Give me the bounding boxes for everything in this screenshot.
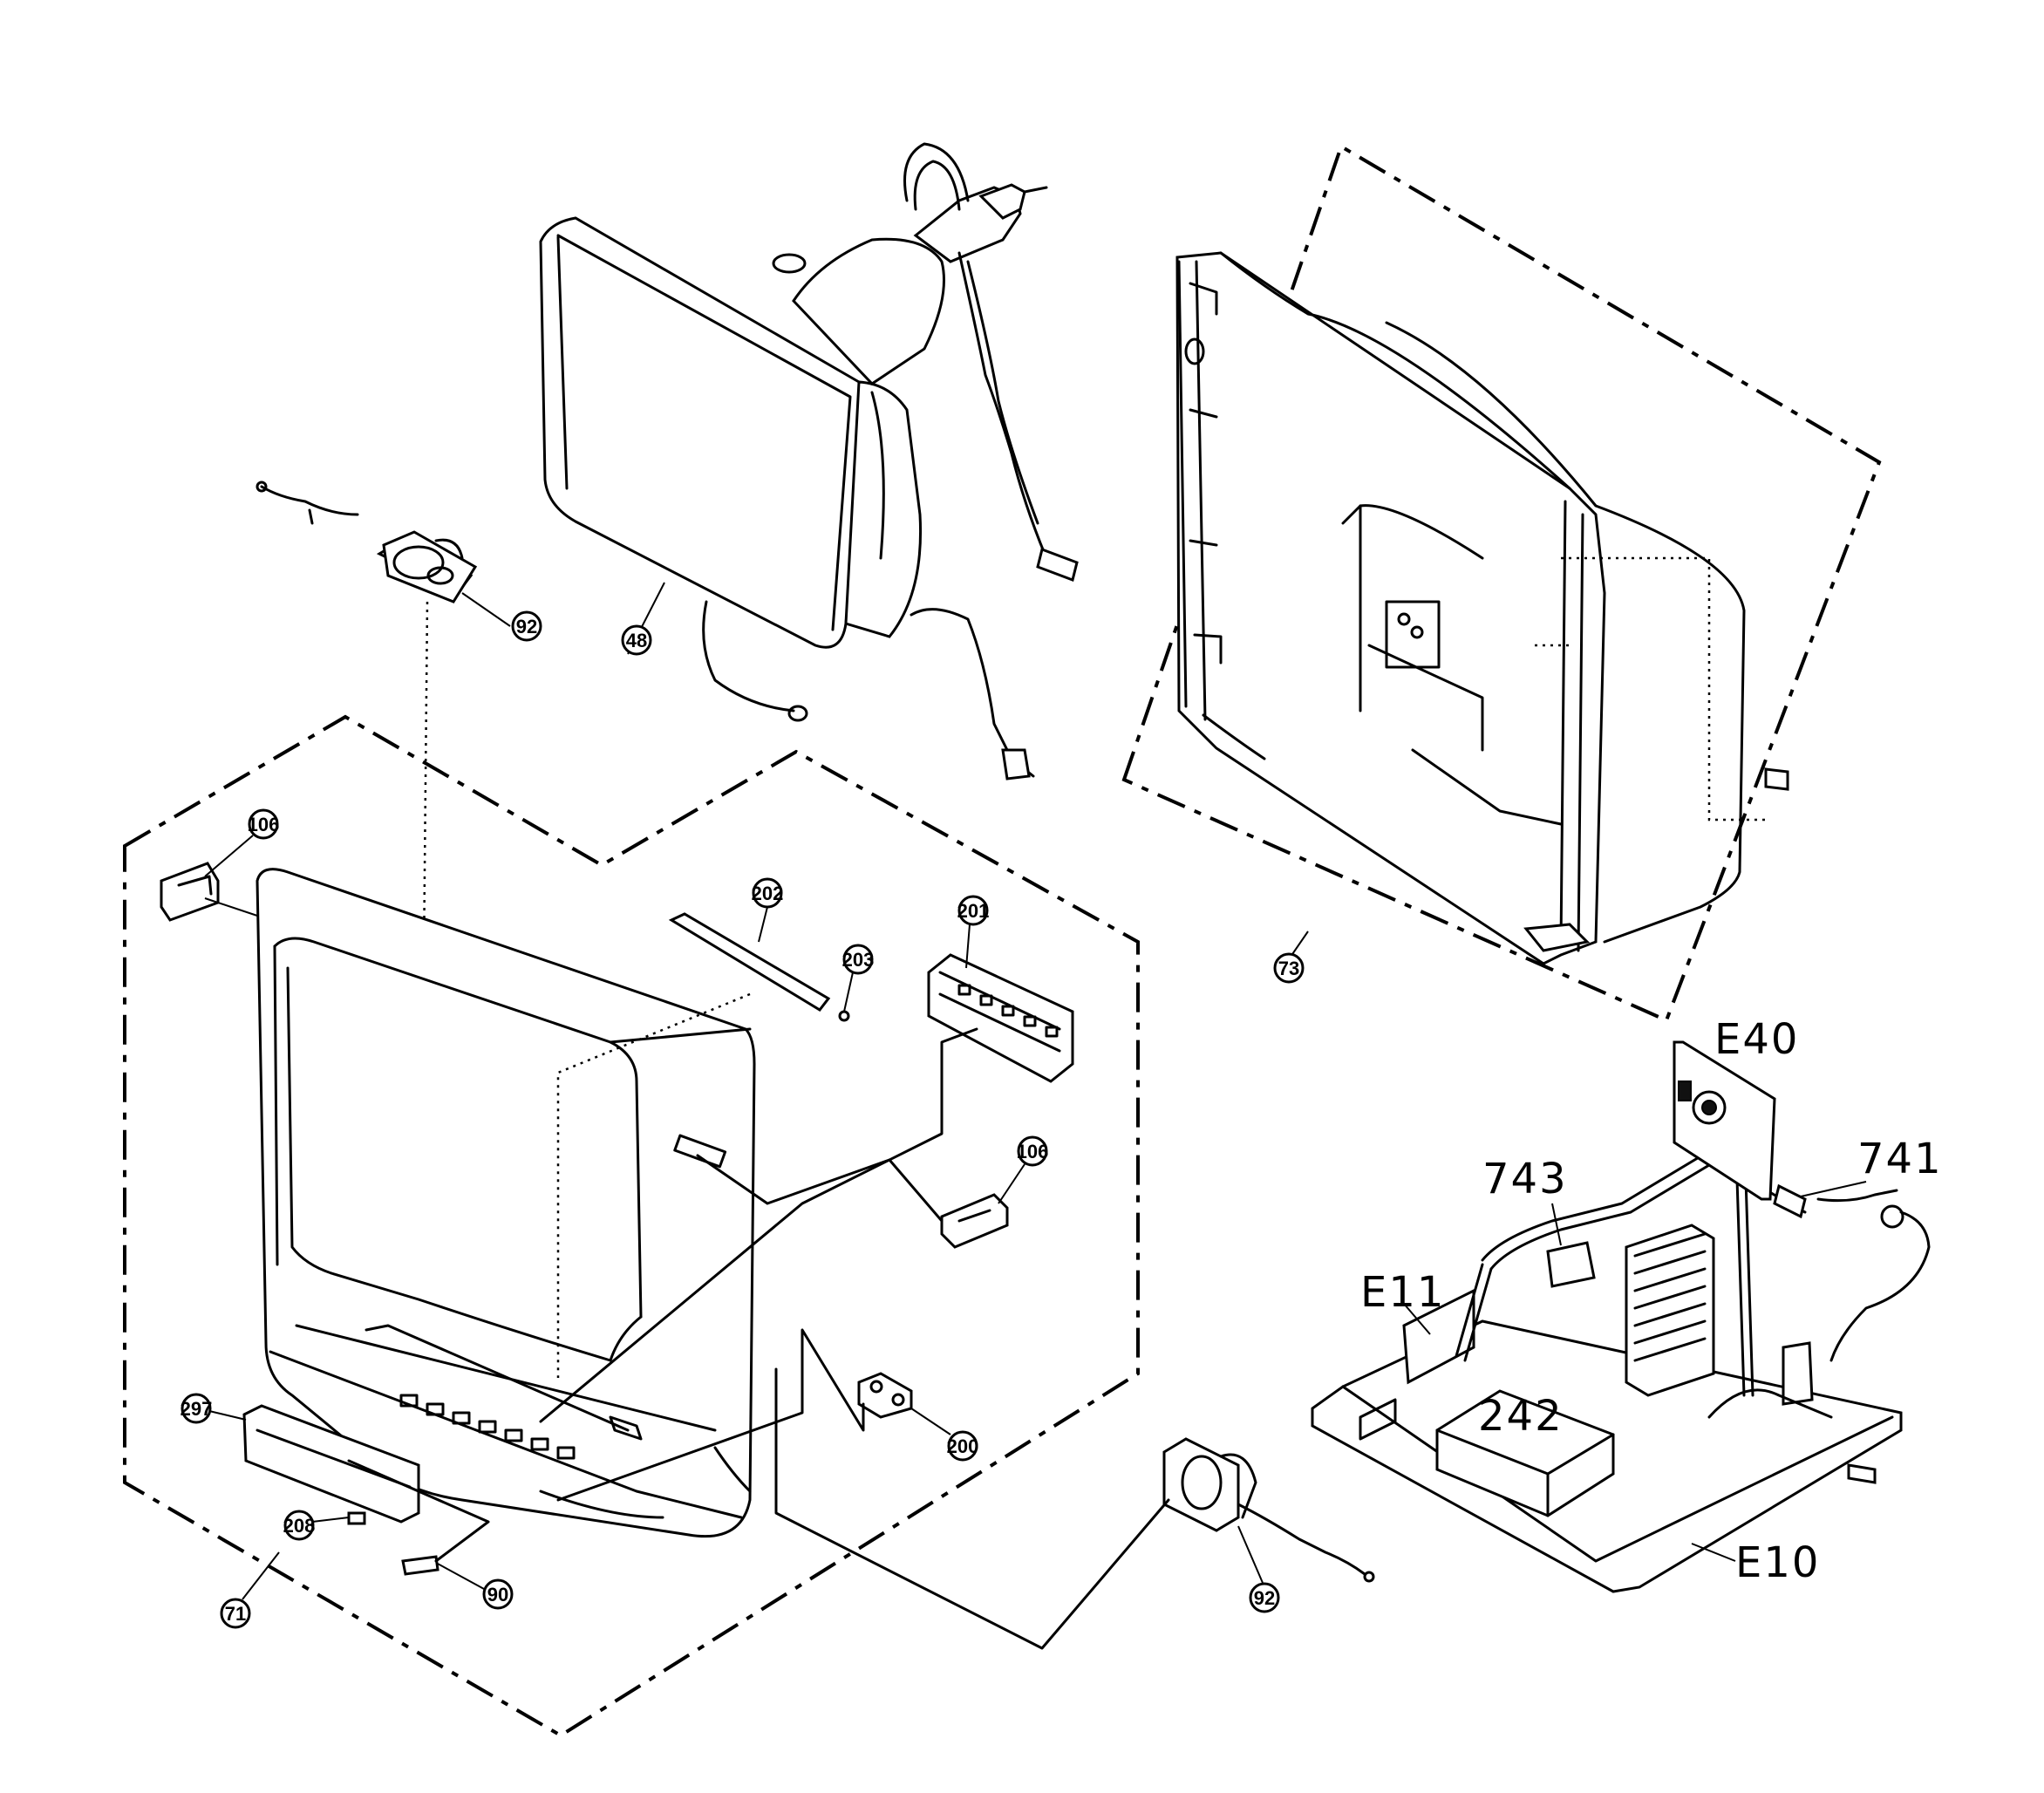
- picture-tube: [539, 142, 1079, 781]
- switch-200: [857, 1372, 913, 1419]
- bottom-speaker: [1162, 1437, 1375, 1583]
- callout-201: 201: [957, 900, 990, 922]
- front-control-buttons: [399, 1394, 576, 1460]
- callout-48: 48: [626, 630, 647, 651]
- label-e10: E10: [1735, 1538, 1820, 1587]
- label-e40: E40: [1714, 1015, 1799, 1064]
- bracket-106-right: [940, 1193, 1009, 1249]
- callout-92-bottom: 92: [1254, 1587, 1275, 1609]
- front-cabinet: [256, 868, 756, 1538]
- label-242: 242: [1478, 1392, 1564, 1441]
- callout-106-left: 106: [248, 814, 280, 835]
- callout-92-top: 92: [516, 616, 537, 637]
- callout-106-right: 106: [1017, 1141, 1049, 1162]
- front-cabinet-group-outline: [123, 714, 1140, 1738]
- callout-73: 73: [1278, 958, 1299, 979]
- bracket-106-left: [160, 862, 220, 922]
- label-741: 741: [1857, 1135, 1943, 1183]
- board-e40: [1673, 1040, 1776, 1201]
- main-chassis: [1311, 1097, 1931, 1593]
- callout-200: 200: [947, 1435, 979, 1457]
- bracket-202: [668, 912, 831, 1012]
- callout-71: 71: [225, 1603, 246, 1625]
- button-board-201: [927, 953, 1074, 1083]
- rear-cabinet: [1175, 251, 1789, 965]
- label-e11: E11: [1360, 1268, 1445, 1317]
- top-speaker: [256, 481, 478, 603]
- callout-203: 203: [842, 949, 875, 971]
- callout-297: 297: [181, 1398, 213, 1420]
- callout-202: 202: [752, 883, 784, 904]
- callout-90: 90: [487, 1584, 508, 1606]
- callout-208: 208: [283, 1515, 316, 1537]
- label-743: 743: [1482, 1155, 1568, 1203]
